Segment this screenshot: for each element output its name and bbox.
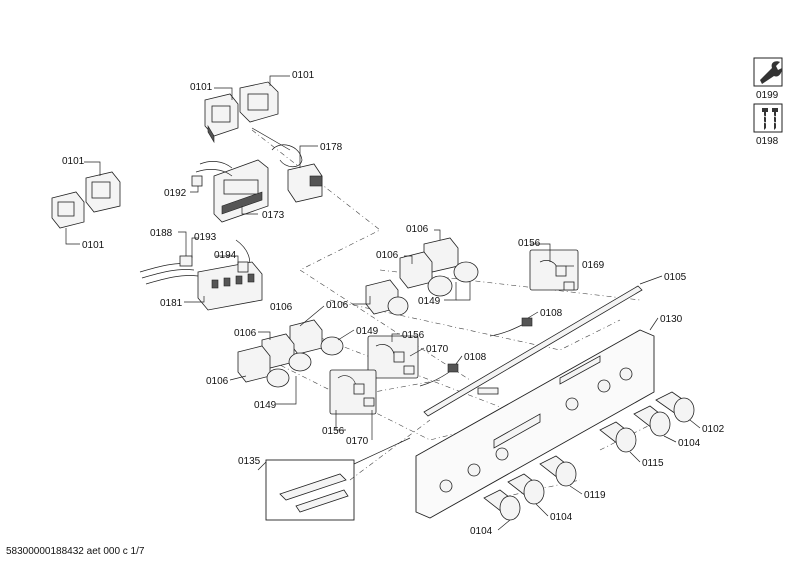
- label-0102: 0102: [702, 424, 725, 435]
- knob-0104-left: [483, 489, 521, 521]
- knob-0104-right: [633, 405, 671, 437]
- connector-0193: [179, 255, 193, 267]
- label-0149-c: 0149: [254, 400, 277, 411]
- label-0106-e: 0106: [234, 328, 257, 339]
- label-0101-b: 0101: [292, 70, 315, 81]
- label-0108-a: 0108: [540, 308, 563, 319]
- label-0199: 0199: [756, 90, 779, 101]
- terminal-block-0181: [139, 239, 263, 311]
- label-0170-a: 0170: [426, 344, 449, 355]
- control-panel-0130: [415, 329, 655, 519]
- switch-module-top-left: [204, 93, 239, 144]
- label-0115: 0115: [642, 458, 664, 469]
- label-0101-d: 0101: [82, 240, 105, 251]
- connector-0192: [191, 175, 203, 187]
- label-0130: 0130: [660, 314, 683, 325]
- label-0106-d: 0106: [270, 302, 293, 313]
- lamp-holder-0156-mid: [367, 335, 419, 379]
- lamp-holder-0156-upper: [529, 249, 579, 291]
- detail-box-0135: [265, 459, 355, 521]
- leader-lines: [65, 75, 701, 531]
- document-footer: 58300000188432 aet 000 c 1/7: [6, 546, 145, 557]
- part-labels: 0101 0101 0101 0101 0178 0192 0173 0188 …: [62, 70, 725, 537]
- knob-0102: [655, 391, 695, 423]
- label-0198: 0198: [756, 136, 779, 147]
- switch-module-left-lower: [51, 191, 85, 229]
- label-0193: 0193: [194, 232, 217, 243]
- label-0181: 0181: [160, 298, 183, 309]
- label-0156-a: 0156: [518, 238, 541, 249]
- label-0156-b: 0156: [402, 330, 425, 341]
- label-0104-b: 0104: [550, 512, 573, 523]
- label-0105: 0105: [664, 272, 687, 283]
- label-0194: 0194: [214, 250, 237, 261]
- connector-0194: [237, 261, 249, 273]
- wrench-icon: 0199: [753, 57, 783, 101]
- label-0106-a: 0106: [406, 224, 429, 235]
- label-0169: 0169: [582, 260, 605, 271]
- label-0104-a: 0104: [678, 438, 701, 449]
- label-0173: 0173: [262, 210, 285, 221]
- label-0135: 0135: [238, 456, 261, 467]
- rail-0105: [423, 285, 643, 417]
- label-0106-c: 0106: [326, 300, 349, 311]
- label-0192: 0192: [164, 188, 187, 199]
- cable-0108-lower: [419, 363, 459, 387]
- knob-0115: [599, 421, 637, 453]
- knob-0104-middle: [507, 473, 545, 505]
- label-0119: 0119: [584, 490, 606, 501]
- label-0106-f: 0106: [206, 376, 229, 387]
- label-0156-c: 0156: [322, 426, 345, 437]
- label-0101-c: 0101: [62, 156, 85, 167]
- knob-0119: [539, 455, 577, 487]
- timer-motor-0178: [251, 127, 323, 203]
- label-0149-a: 0149: [418, 296, 441, 307]
- cable-0108-upper: [489, 317, 533, 337]
- label-0188: 0188: [150, 228, 173, 239]
- rotary-switch-group-lower: [237, 319, 344, 388]
- rotary-switch-group-upper: [365, 237, 479, 316]
- label-0108-b: 0108: [464, 352, 487, 363]
- label-0170-b: 0170: [346, 436, 369, 447]
- label-0104-c: 0104: [470, 526, 493, 537]
- switch-module-left-upper: [85, 171, 121, 213]
- label-0101-a: 0101: [190, 82, 213, 93]
- electronic-module-0173: [195, 159, 269, 223]
- switch-module-top-right: [239, 81, 279, 123]
- screws-icon: 0198: [753, 103, 783, 147]
- label-0178: 0178: [320, 142, 343, 153]
- label-0106-b: 0106: [376, 250, 399, 261]
- label-0149-b: 0149: [356, 326, 379, 337]
- lamp-holder-0156-lower: [329, 369, 377, 415]
